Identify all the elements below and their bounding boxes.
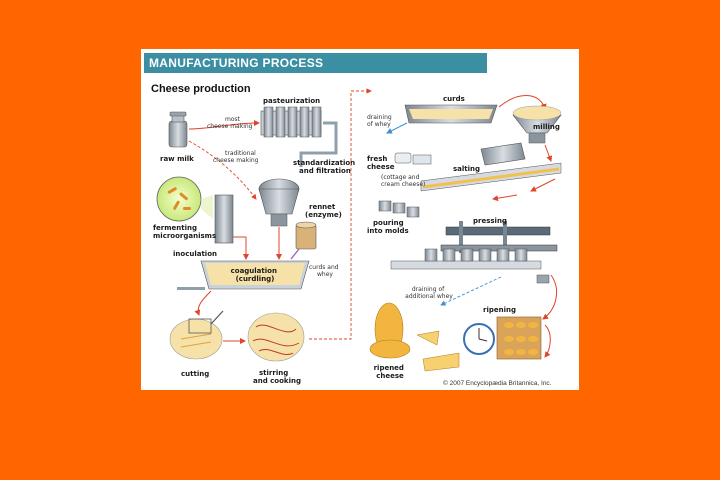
raw-milk-label: raw milk <box>160 155 194 163</box>
coagulation-vat <box>177 260 310 290</box>
pasteurizer <box>260 106 322 138</box>
traditional-label: traditional cheese making <box>213 150 259 164</box>
curds-trough <box>404 104 498 124</box>
traditional-arrow <box>188 140 257 200</box>
milling-label: milling <box>533 123 560 131</box>
inoculation-label: inoculation <box>173 250 217 258</box>
milk-to-pasteurization-arrow <box>188 120 260 130</box>
rennet-label: rennet (enzyme) <box>305 203 342 219</box>
clock-icon <box>463 323 495 355</box>
inoculation-arrow <box>233 236 249 260</box>
ripening-arrow <box>544 324 551 358</box>
salting-arrow-b <box>492 194 518 202</box>
milling-to-salting-arrow <box>544 144 553 162</box>
pasteurizer-pipe <box>299 121 338 167</box>
fresh-cheese-tubs <box>394 152 432 165</box>
curds-whey-label: curds and whey <box>309 264 341 278</box>
stirring-to-curds-arrow <box>309 88 372 340</box>
copyright-text: © 2007 Encyclopædia Britannica, Inc. <box>443 379 552 387</box>
raw-milk-can <box>168 111 188 148</box>
curds-to-milling-arrow <box>498 94 547 110</box>
draining-whey-arrow <box>386 122 408 134</box>
diagram-title: Cheese production <box>151 83 251 95</box>
fermenting-label: fermenting microorganisms <box>153 224 216 240</box>
separator <box>258 178 300 227</box>
ripened-cheese-label: ripened cheese <box>374 364 407 380</box>
draining-whey-label: draining of whey <box>367 114 394 128</box>
press-machine <box>440 221 558 253</box>
process-diagram: raw milk pasteurization most cheese maki… <box>153 88 562 387</box>
rennet-jar <box>295 221 317 250</box>
pressing-to-ripening-arrow <box>542 274 558 320</box>
starter-tank <box>214 194 234 244</box>
most-cheese-making-label: most cheese making <box>207 116 253 130</box>
pouring-label: pouring into molds <box>367 219 409 235</box>
diagram-card: MANUFACTURING PROCESS Cheese production … <box>141 49 579 390</box>
press-conveyor <box>390 248 550 284</box>
pasteurization-label: pasteurization <box>263 97 320 105</box>
rennet-arrow <box>290 248 300 260</box>
salting-arrow-a <box>530 178 556 192</box>
stirring-illustration <box>247 312 305 362</box>
salting-label: salting <box>453 165 480 173</box>
curds-label: curds <box>443 95 465 103</box>
ripened-cheese <box>369 302 460 372</box>
molds <box>378 200 420 218</box>
fresh-cheese-label: fresh cheese <box>367 155 395 171</box>
standardization-label: standardization and filtration <box>293 159 358 175</box>
microorganisms-magnifier <box>156 176 202 222</box>
vat-to-cutting-arrow <box>194 290 212 316</box>
draining-additional-arrow <box>440 276 502 306</box>
milling-machine <box>512 105 562 144</box>
pressing-label: pressing <box>473 217 507 225</box>
ripening-shelf <box>496 316 542 360</box>
salting-conveyor <box>420 142 562 192</box>
cutting-label: cutting <box>181 370 209 378</box>
coagulation-label: coagulation (curdling) <box>231 267 280 283</box>
draining-additional-label: draining of additional whey <box>405 286 453 300</box>
section-header: MANUFACTURING PROCESS <box>144 53 487 73</box>
ripening-label: ripening <box>483 306 516 314</box>
stirring-label: stirring and cooking <box>253 369 301 385</box>
cutting-illustration <box>169 310 224 360</box>
cottage-label: (cottage and cream cheese) <box>381 174 425 188</box>
